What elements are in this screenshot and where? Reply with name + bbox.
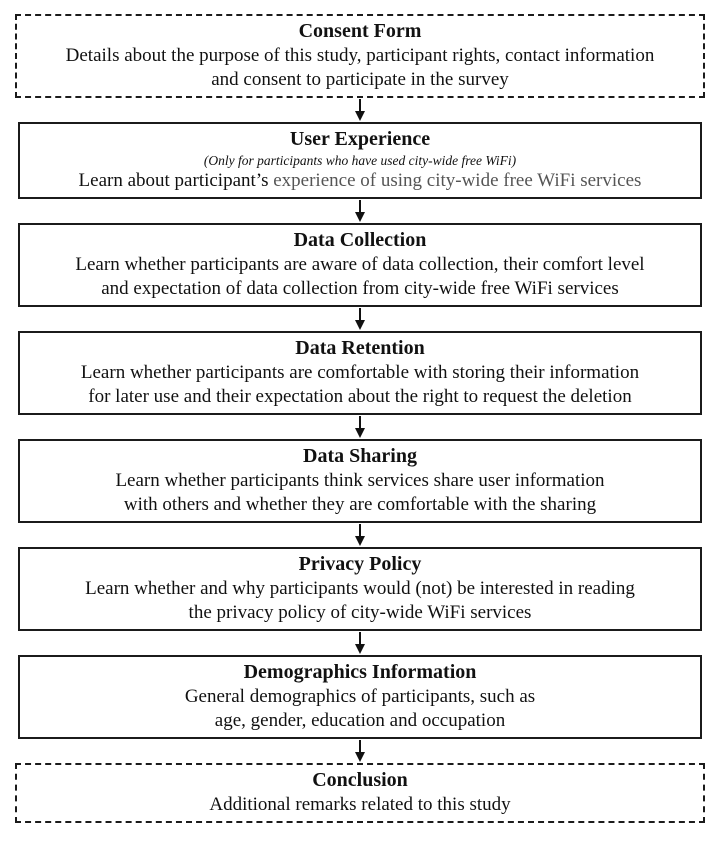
arrow-line xyxy=(359,99,361,111)
step-data-sharing: Data Sharing Learn whether participants … xyxy=(18,439,702,523)
step-user-experience: User Experience (Only for participants w… xyxy=(18,122,702,199)
arrow-line xyxy=(359,524,361,536)
description-text: Learn about participant’s xyxy=(78,170,274,191)
step-title: Conclusion xyxy=(312,769,408,791)
step-title: Data Sharing xyxy=(303,445,417,467)
arrowhead-icon xyxy=(355,428,365,438)
flow-arrow-down xyxy=(355,523,365,547)
step-description-line: and consent to participate in the survey xyxy=(211,69,509,90)
step-description-line: General demographics of participants, su… xyxy=(184,686,536,707)
step-description-line: Learn whether and why participants would… xyxy=(85,578,635,599)
arrow-line xyxy=(359,308,361,320)
step-title: Consent Form xyxy=(298,20,422,42)
step-description-line: Learn whether participants are aware of … xyxy=(75,254,645,275)
arrowhead-icon xyxy=(355,111,365,121)
step-demographics-information: Demographics Information General demogra… xyxy=(18,655,702,739)
step-description-line: Details about the purpose of this study,… xyxy=(65,45,655,66)
step-description-line: for later use and their expectation abou… xyxy=(88,386,632,407)
flow-arrow-down xyxy=(355,199,365,223)
arrowhead-icon xyxy=(355,752,365,762)
step-description-line: Learn whether participants think service… xyxy=(115,470,605,491)
step-title: Privacy Policy xyxy=(298,553,422,575)
step-title: Data Retention xyxy=(295,337,425,359)
flow-arrow-down xyxy=(355,415,365,439)
flow-arrow-down xyxy=(355,98,365,122)
flow-arrow-down xyxy=(355,307,365,331)
arrowhead-icon xyxy=(355,212,365,222)
description-text-muted: experience of using city-wide free WiFi … xyxy=(273,170,642,191)
flow-arrow-down xyxy=(355,631,365,655)
flow-arrow-down xyxy=(355,739,365,763)
step-data-collection: Data Collection Learn whether participan… xyxy=(18,223,702,307)
step-description-line: the privacy policy of city-wide WiFi ser… xyxy=(188,602,532,623)
step-title: User Experience xyxy=(289,128,431,150)
step-title: Data Collection xyxy=(293,229,427,251)
step-consent-form: Consent Form Details about the purpose o… xyxy=(15,14,705,98)
step-description-line: age, gender, education and occupation xyxy=(214,710,506,731)
arrowhead-icon xyxy=(355,320,365,330)
step-description-line: with others and whether they are comfort… xyxy=(123,494,597,515)
arrow-line xyxy=(359,632,361,644)
step-title: Demographics Information xyxy=(243,661,477,683)
arrow-line xyxy=(359,200,361,212)
step-description-line: Learn whether participants are comfortab… xyxy=(80,362,640,383)
step-data-retention: Data Retention Learn whether participant… xyxy=(18,331,702,415)
arrowhead-icon xyxy=(355,644,365,654)
arrowhead-icon xyxy=(355,536,365,546)
arrow-line xyxy=(359,416,361,428)
step-description-line: Additional remarks related to this study xyxy=(209,794,511,815)
step-note: (Only for participants who have used cit… xyxy=(203,153,517,168)
step-conclusion: Conclusion Additional remarks related to… xyxy=(15,763,705,823)
step-description-line: Learn about participant’s experience of … xyxy=(32,169,688,193)
step-privacy-policy: Privacy Policy Learn whether and why par… xyxy=(18,547,702,631)
step-description-line: and expectation of data collection from … xyxy=(101,278,619,299)
arrow-line xyxy=(359,740,361,752)
